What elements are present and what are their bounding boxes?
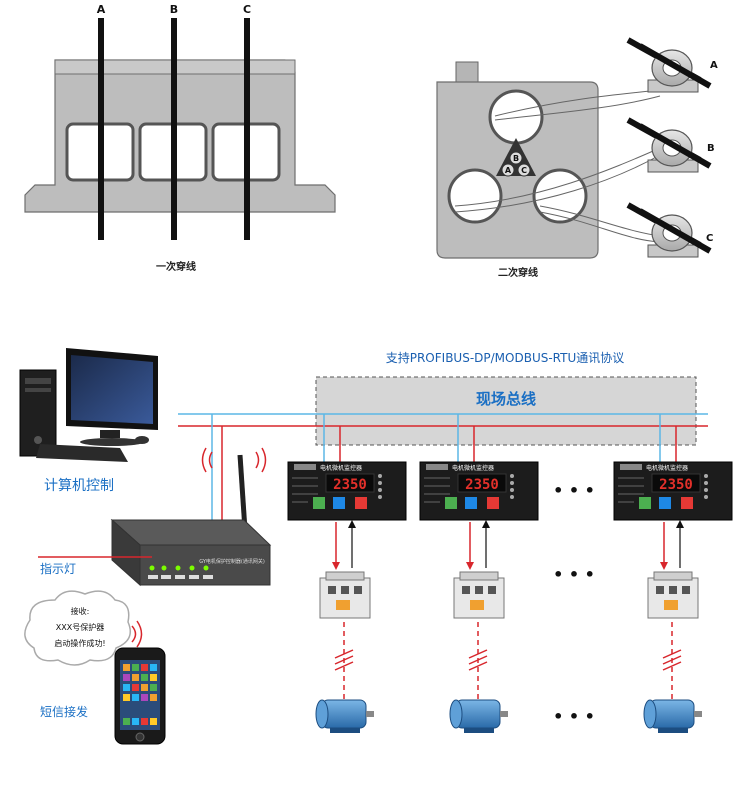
svg-text:电机微机监控器: 电机微机监控器 (320, 464, 362, 472)
current-transformer-c: C (626, 202, 713, 258)
fieldbus-box (315, 376, 697, 446)
sms-line-3: 启动操作成功! (54, 638, 105, 648)
svg-text:电机微机监控器: 电机微机监控器 (452, 464, 494, 472)
ct-label-b: B (707, 143, 715, 154)
mobile-phone (114, 647, 166, 745)
hole-c (532, 168, 588, 224)
protocol-label: 支持PROFIBUS-DP/MODBUS-RTU通讯协议 (386, 350, 625, 365)
sms-line-1: 接收: (71, 606, 90, 616)
phase-label-b: B (170, 3, 178, 16)
controller-display: 2350 (333, 477, 367, 493)
controller-3: 电机微机监控器 2350 (613, 461, 733, 521)
indicator-label: 指示灯 (40, 561, 76, 576)
svg-text:电机微机监控器: 电机微机监控器 (646, 464, 688, 472)
ct-label-a: A (710, 60, 718, 71)
secondary-wiring-figure: B A C A B (436, 37, 718, 279)
contactor-3 (647, 571, 699, 619)
sms-label: 短信接发 (40, 704, 88, 719)
hole-b (488, 89, 544, 145)
ct-label-c: C (706, 233, 713, 244)
controller-1: 电机微机监控器 2350 (287, 461, 407, 521)
contactor-1 (319, 571, 371, 619)
ellipsis-motors: • • • (553, 707, 595, 726)
motor-1 (315, 699, 374, 733)
phase-label-a: A (97, 3, 106, 16)
ellipsis-controllers: • • • (553, 481, 595, 500)
current-transformer-a: A (626, 37, 718, 93)
gateway-text: GY电机保护控制器(通讯网关) (199, 558, 265, 565)
svg-text:B: B (513, 154, 519, 163)
svg-text:C: C (521, 166, 527, 175)
sms-bubble (24, 590, 131, 666)
fieldbus-label: 现场总线 (476, 390, 536, 408)
primary-caption: 一次穿线 (156, 260, 196, 273)
svg-text:A: A (505, 166, 512, 175)
power-lines (334, 622, 682, 700)
keyboard (36, 444, 128, 462)
ellipsis-contactors: • • • (553, 565, 595, 584)
contactor-2 (453, 571, 505, 619)
motor-3 (643, 699, 702, 733)
computer-label: 计算机控制 (44, 478, 114, 494)
current-transformer-b: B (626, 117, 715, 173)
gateway: GY电机保护控制器(通讯网关) (110, 447, 272, 587)
controller-display: 2350 (465, 477, 499, 493)
computer (19, 348, 158, 462)
signal-arrows (332, 520, 684, 570)
sms-line-2: XXX号保护器 (56, 622, 104, 632)
controller-display: 2350 (659, 477, 693, 493)
phase-label-c: C (243, 3, 251, 16)
antenna (237, 454, 248, 531)
primary-wiring-figure: A B C 一次穿线 (24, 3, 336, 273)
hole-a (447, 168, 503, 224)
secondary-caption: 二次穿线 (498, 266, 538, 279)
motor-2 (449, 699, 508, 733)
controller-2: 电机微机监控器 2350 (419, 461, 539, 521)
